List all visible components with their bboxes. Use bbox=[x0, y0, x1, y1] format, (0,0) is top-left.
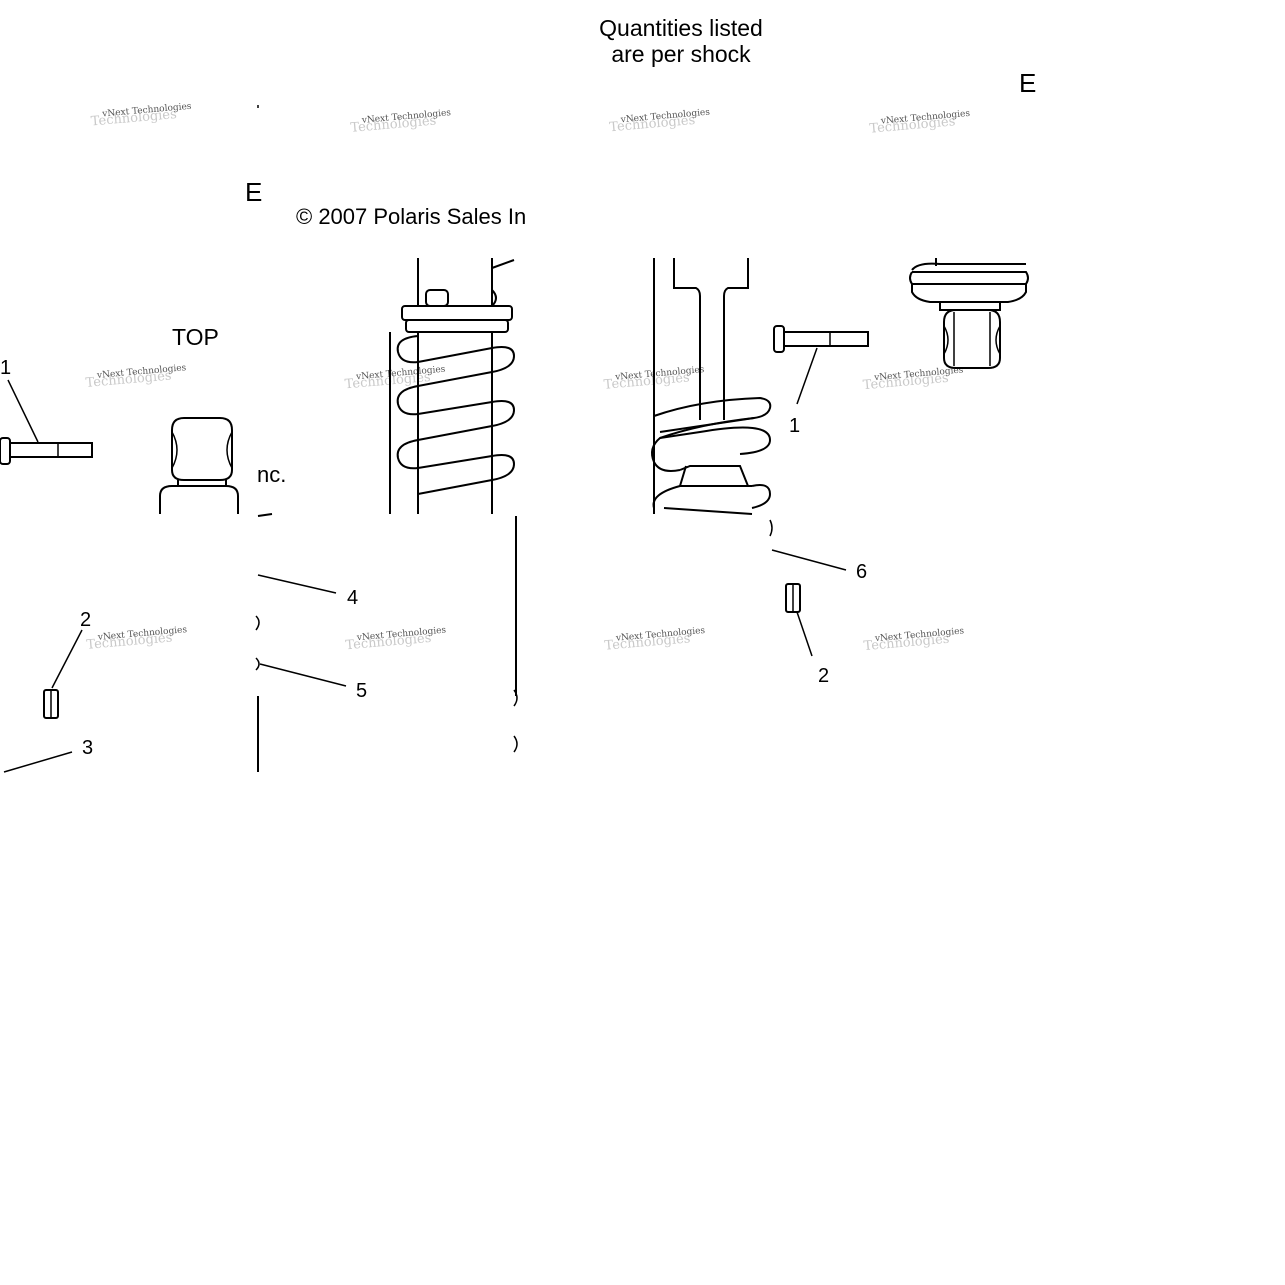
page-mark-a: E bbox=[1019, 68, 1036, 98]
watermark-shadow: Technologies bbox=[86, 630, 173, 652]
page-mark-b: E bbox=[245, 177, 262, 207]
callout-4: 4 bbox=[347, 587, 358, 609]
shock-lower-end-right bbox=[909, 258, 1029, 369]
watermark-shadow: Technologies bbox=[90, 107, 177, 129]
watermark-shadow: Technologies bbox=[863, 632, 950, 654]
leader-line-5 bbox=[259, 663, 347, 687]
watermark-shadow: Technologies bbox=[350, 113, 437, 135]
bolt-1-right bbox=[773, 325, 869, 353]
callout-2-left: 2 bbox=[80, 609, 91, 631]
watermark-shadow: Technologies bbox=[609, 113, 696, 135]
top-orientation-label: TOP bbox=[172, 324, 219, 350]
shock-body-right bbox=[651, 258, 773, 537]
callout-2-right: 2 bbox=[818, 665, 829, 687]
nut-2-left bbox=[43, 689, 59, 719]
callout-5: 5 bbox=[356, 680, 367, 702]
callout-1-right: 1 bbox=[789, 415, 800, 437]
watermark-shadow: Technologies bbox=[604, 631, 691, 653]
leader-line-6 bbox=[771, 549, 847, 571]
fragment-curve bbox=[255, 615, 260, 631]
watermark-grid: Technologies vNext Technologies Technolo… bbox=[85, 102, 971, 654]
shock-with-spring-middle bbox=[389, 258, 518, 753]
callout-1-left: 1 bbox=[0, 357, 11, 379]
watermark-shadow: Technologies bbox=[344, 370, 431, 392]
leader-line-4 bbox=[257, 574, 337, 594]
watermark-shadow: Technologies bbox=[869, 114, 956, 136]
bolt-1-left bbox=[0, 437, 93, 465]
callout-3: 3 bbox=[82, 737, 93, 759]
quantity-note-line1: Quantities listed bbox=[599, 15, 763, 41]
watermark-shadow: Technologies bbox=[345, 631, 432, 653]
shock-upper-eye-left bbox=[159, 417, 239, 514]
quantity-note-line2: are per shock bbox=[611, 41, 751, 67]
leader-line-1-right bbox=[796, 347, 818, 405]
fragment-line bbox=[257, 513, 273, 517]
watermark-shadow: Technologies bbox=[85, 369, 172, 391]
callout-6: 6 bbox=[856, 561, 867, 583]
watermark-shadow: Technologies bbox=[862, 371, 949, 393]
watermark-shadow: Technologies bbox=[603, 370, 690, 392]
leader-line-2-left bbox=[51, 629, 83, 689]
leader-line-3 bbox=[3, 751, 73, 773]
copyright-fragment: nc. bbox=[257, 462, 286, 487]
fragment-curve bbox=[255, 657, 260, 671]
leader-line-2-right bbox=[796, 611, 813, 657]
copyright-notice: © 2007 Polaris Sales In bbox=[296, 204, 526, 229]
nut-2-right bbox=[785, 583, 801, 613]
leader-line-1-left bbox=[7, 379, 39, 443]
